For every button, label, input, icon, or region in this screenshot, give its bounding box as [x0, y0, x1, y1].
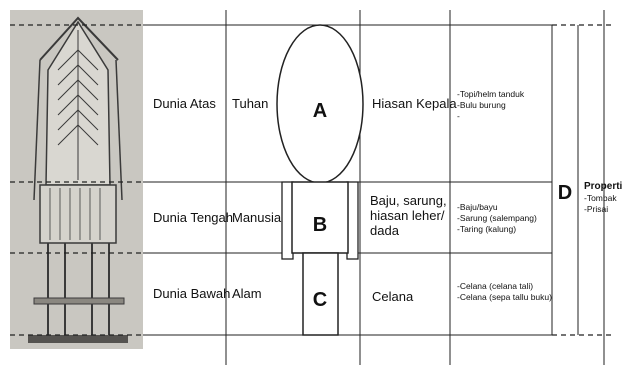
list-item: -Topi/helm tanduk	[457, 89, 525, 99]
items-list-upper: -Topi/helm tanduk -Bulu burung -	[457, 89, 524, 122]
body-part-middle: Baju, sarung, hiasan leher/ dada	[370, 193, 447, 238]
properti-title: Properti	[584, 181, 623, 192]
properti-block: Properti -Tombak -Prisai	[584, 181, 622, 215]
realm-label-middle: Dunia Tengah	[153, 210, 233, 225]
list-item: -Baju/bayu	[457, 202, 498, 212]
list-item: -Prisai	[584, 204, 609, 214]
entity-label-lower: Alam	[232, 286, 262, 301]
body-part-upper: Hiasan Kepala	[372, 96, 457, 111]
realm-label-upper: Dunia Atas	[153, 96, 216, 111]
body-part-line: hiasan leher/	[370, 208, 445, 223]
entity-label-upper: Tuhan	[232, 96, 269, 111]
list-item: -Bulu burung	[457, 100, 506, 110]
list-item: -Tombak	[584, 193, 617, 203]
part-letter-b: B	[312, 214, 328, 236]
tongkonan-house-image	[10, 10, 143, 349]
part-letter-d: D	[557, 182, 573, 204]
part-letter-c: C	[312, 289, 328, 311]
list-item: -Celana (sepa tallu buku)	[457, 292, 552, 302]
body-part-lower: Celana	[372, 289, 414, 304]
realm-label-lower: Dunia Bawah	[153, 286, 231, 301]
part-letter-a: A	[312, 100, 328, 122]
items-list-middle: -Baju/bayu -Sarung (salempang) -Taring (…	[457, 202, 537, 235]
list-item: -	[457, 111, 460, 121]
body-part-line: dada	[370, 223, 399, 238]
body-part-line: Baju, sarung,	[370, 193, 447, 208]
entity-label-middle: Manusia	[232, 210, 282, 225]
items-list-lower: -Celana (celana tali) -Celana (sepa tall…	[457, 281, 552, 303]
list-item: -Celana (celana tali)	[457, 281, 534, 291]
list-item: -Taring (kalung)	[457, 224, 517, 234]
tongkonan-house-sketch-icon	[10, 10, 143, 349]
list-item: -Sarung (salempang)	[457, 213, 537, 223]
